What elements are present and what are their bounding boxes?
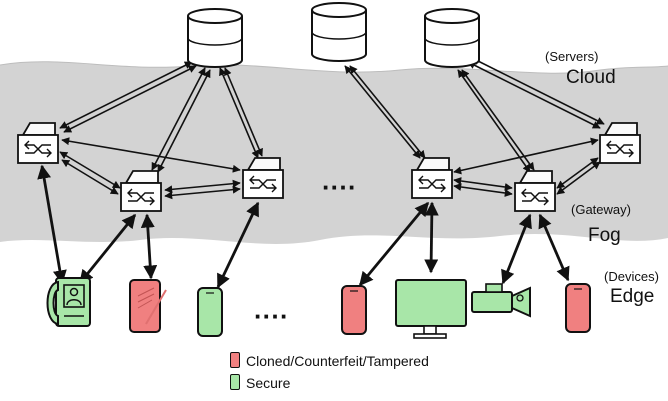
legend-label-secure: Secure bbox=[246, 375, 291, 391]
gateway-router-icon bbox=[599, 122, 641, 164]
legend-item-secure: Secure bbox=[230, 374, 290, 391]
monitor-icon bbox=[395, 279, 467, 339]
video-camera-icon bbox=[471, 283, 531, 318]
smartphone-icon bbox=[565, 283, 591, 333]
smartphone-icon bbox=[197, 287, 223, 337]
gateway-router-icon bbox=[120, 170, 162, 212]
legend-label-cloned: Cloned/Counterfeit/Tampered bbox=[246, 353, 429, 369]
tablet-pen-icon bbox=[129, 279, 167, 333]
fog-sublabel: (Gateway) bbox=[571, 202, 631, 217]
database-cylinder-icon bbox=[187, 8, 243, 68]
fog-label: Fog bbox=[588, 225, 621, 246]
database-cylinder-icon bbox=[311, 2, 367, 62]
desk-phone-icon bbox=[46, 277, 91, 327]
ellipsis-edge: ···· bbox=[254, 301, 289, 331]
database-cylinder-icon bbox=[424, 8, 480, 68]
gateway-router-icon bbox=[514, 170, 556, 212]
fog-band bbox=[0, 61, 668, 244]
legend-swatch-secure bbox=[230, 374, 240, 390]
ellipsis-fog: ···· bbox=[322, 172, 357, 202]
legend-swatch-cloned bbox=[230, 352, 240, 368]
edge-sublabel: (Devices) bbox=[604, 269, 659, 284]
gateway-router-icon bbox=[411, 157, 453, 199]
smartphone-icon bbox=[341, 285, 367, 335]
legend-item-cloned: Cloned/Counterfeit/Tampered bbox=[230, 352, 429, 369]
gateway-router-icon bbox=[242, 157, 284, 199]
cloud-label: Cloud bbox=[566, 67, 616, 88]
network-links bbox=[37, 57, 605, 289]
edge-label: Edge bbox=[610, 286, 654, 307]
gateway-router-icon bbox=[17, 122, 59, 164]
cloud-sublabel: (Servers) bbox=[545, 49, 598, 64]
